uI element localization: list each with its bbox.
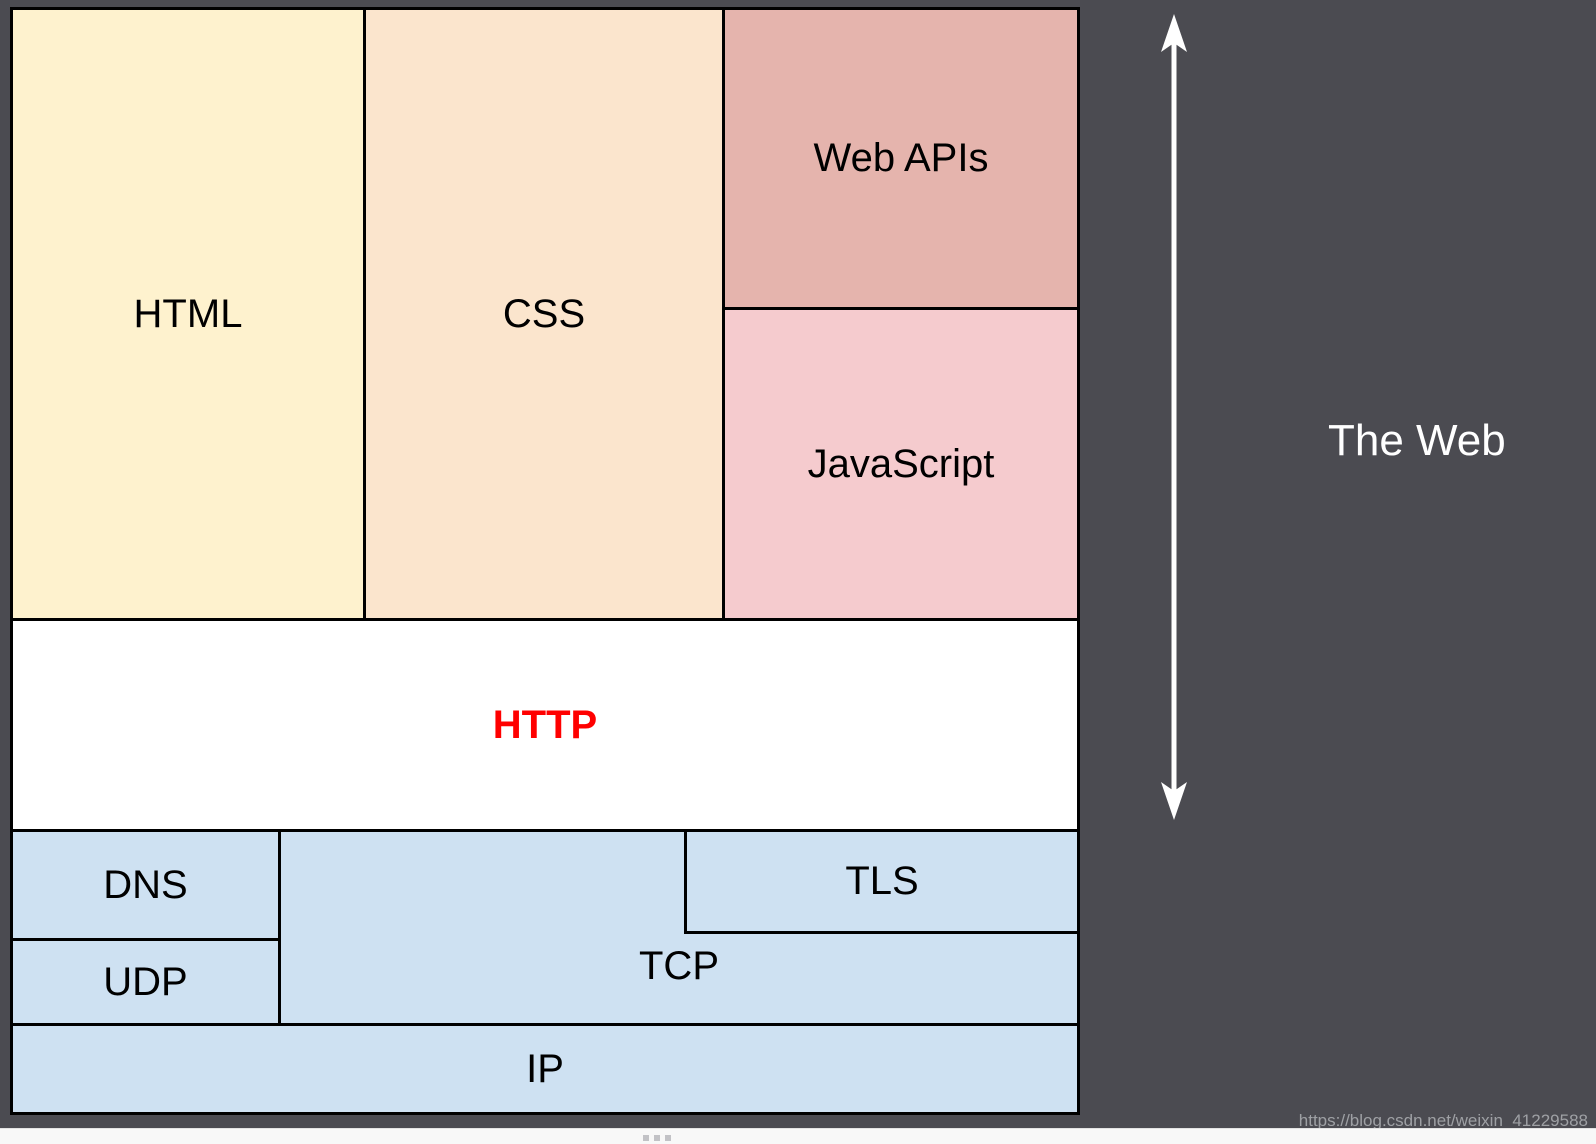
block-css-label: CSS [502,291,586,336]
block-http: HTTP [13,621,1077,829]
block-udp: UDP [13,941,278,1023]
block-web-apis: Web APIs [725,10,1077,307]
block-dns-label: DNS [103,862,188,907]
scripting-column: Web APIs JavaScript [725,10,1077,618]
languages-row: HTML CSS Web APIs JavaScript [13,10,1077,618]
ellipsis-drag-handle-icon[interactable] [643,1135,671,1141]
block-ip: IP [13,1026,1077,1112]
bottom-scroll-strip [0,1128,1596,1144]
block-tls: TLS [684,829,1080,934]
block-tls-label: TLS [845,859,919,903]
dns-udp-column: DNS UDP [13,832,278,1023]
block-ip-label: IP [526,1046,564,1091]
block-css: CSS [366,10,722,618]
block-udp-label: UDP [103,959,188,1004]
watermark-url: https://blog.csdn.net/weixin_41229588 [1298,1111,1588,1130]
block-javascript-label: JavaScript [807,441,995,486]
block-http-label: HTTP [492,702,598,747]
block-web-apis-label: Web APIs [813,136,989,180]
block-tcp: TLS TCP [281,829,1080,1023]
block-javascript: JavaScript [725,310,1077,618]
block-dns: DNS [13,832,278,938]
block-html-label: HTML [133,291,243,336]
block-html: HTML [13,10,363,618]
block-tcp-label: TCP [639,944,719,988]
transport-row: DNS UDP TLS TCP [13,829,1080,1023]
side-label-the-web: The Web [1328,416,1506,465]
double-arrow-icon [1161,14,1187,820]
web-stack-diagram: HTML CSS Web APIs JavaScript HTTP DNS [10,7,1080,1115]
